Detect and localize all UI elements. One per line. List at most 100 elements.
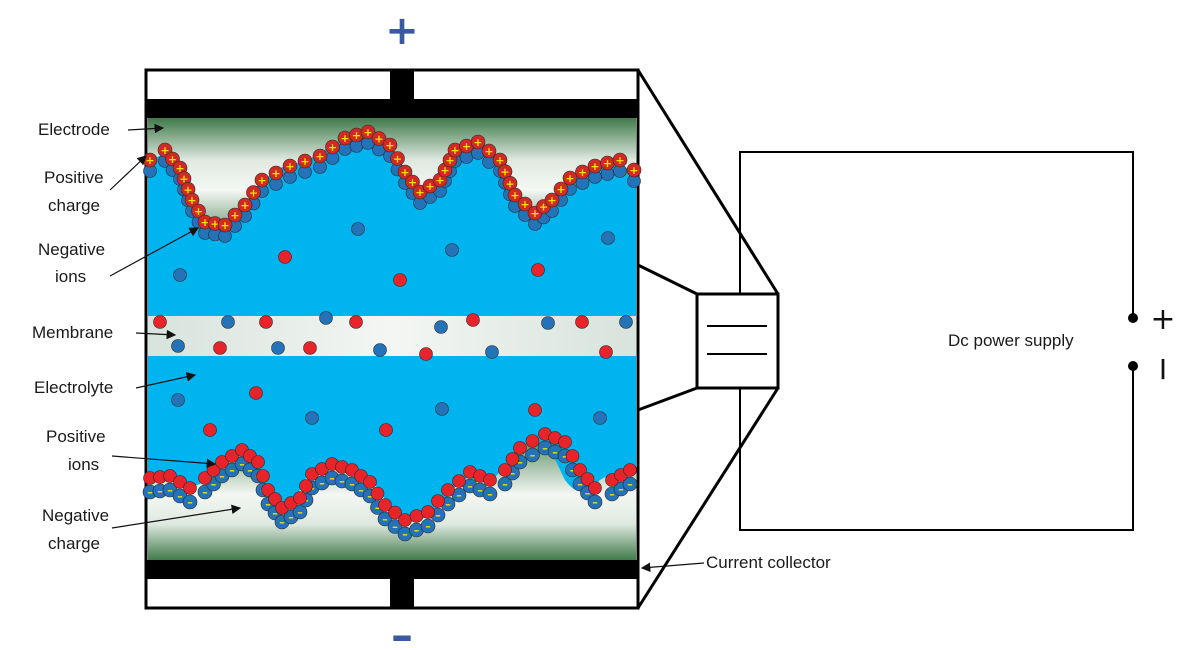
label-negative-ions-line2: ions	[55, 267, 86, 286]
free-negative-ion	[171, 393, 185, 407]
negative-charge-dot	[292, 504, 308, 520]
positive-charge-dot-sign: +	[194, 205, 203, 218]
positive-charge-dot	[191, 203, 206, 219]
negative-charge-dot-sign: –	[570, 464, 576, 477]
positive-charge-dot-sign: +	[187, 194, 196, 207]
positive-charge-dot-sign: +	[530, 207, 539, 220]
negative-charge-dot-sign: –	[592, 496, 598, 509]
bottom-electrolyte	[148, 356, 636, 520]
positive-charge-dot-sign: +	[473, 136, 482, 149]
negative-charge-dot-sign: –	[577, 478, 583, 491]
positive-ion-dot	[261, 483, 275, 497]
label-electrode: Electrode	[38, 120, 110, 139]
positive-charge-dot	[312, 148, 328, 164]
positive-ion-dot	[498, 463, 512, 477]
negative-charge-dot-sign: –	[147, 486, 153, 499]
positive-charge-dot-sign: +	[565, 172, 574, 185]
zoom-line-3	[637, 263, 698, 296]
positive-charge-dot-sign: +	[179, 173, 188, 186]
positive-charge-dot	[544, 192, 560, 208]
free-negative-ion	[541, 316, 555, 330]
positive-charge-dot-sign: +	[578, 166, 587, 179]
positive-charge-dot-sign: +	[363, 126, 372, 139]
positive-ion-dot	[558, 435, 572, 449]
negative-charge-dot	[387, 519, 403, 534]
free-negative-ion	[435, 402, 449, 416]
positive-charge-dot	[397, 164, 413, 180]
circuit-wire-bottom	[739, 366, 1134, 531]
negative-charge-dot-sign: –	[187, 496, 193, 509]
positive-charge-dot	[612, 152, 628, 168]
positive-charge-dot-sign: +	[175, 162, 184, 175]
positive-charge-dot-sign: +	[400, 166, 409, 179]
pointer-positive-ions	[111, 455, 217, 469]
positive-ion-dot	[580, 472, 595, 486]
positive-charge-dot-sign: +	[220, 219, 229, 232]
negative-charge-dot-sign: –	[272, 507, 278, 520]
negative-charge-dot	[482, 486, 498, 502]
free-negative-ion	[351, 222, 365, 236]
positive-charge-dot-sign: +	[520, 198, 529, 211]
negative-charge-dot-sign: –	[375, 502, 381, 515]
supply-minus-sign: I	[1159, 353, 1167, 386]
positive-ion-dot	[225, 449, 239, 463]
negative-charge-dot	[525, 447, 540, 463]
label-membrane: Membrane	[32, 323, 113, 342]
positive-charge-dot-sign: +	[352, 129, 361, 142]
zoom-line-1	[636, 69, 780, 295]
positive-ion-dot	[268, 492, 282, 506]
positive-ion-dot	[299, 479, 313, 493]
positive-charge-dot-sign: +	[385, 139, 394, 152]
label-current-collector: Current collector	[706, 553, 831, 572]
label-negative-charge: Negative	[42, 506, 109, 525]
negative-charge-dot-sign: –	[517, 456, 523, 469]
free-negative-ion	[173, 268, 187, 282]
bottom-negative-sign: –	[391, 610, 413, 650]
negative-charge-dot-sign: –	[618, 483, 624, 496]
free-positive-ion	[528, 403, 542, 417]
positive-charge-dot	[517, 196, 533, 212]
positive-charge-dot-sign: +	[484, 145, 493, 158]
positive-charge-dot-sign: +	[230, 209, 239, 222]
positive-ion-dot	[588, 481, 602, 495]
label-positive-charge-line1: Positive	[44, 168, 104, 187]
positive-charge-dot-sign: +	[340, 132, 349, 145]
positive-charge-dot	[325, 139, 340, 155]
pointer-electrode	[127, 123, 165, 134]
free-positive-ion	[259, 315, 273, 329]
label-negative-ions-line1: Negative	[38, 240, 105, 259]
negative-charge-dot-sign: –	[510, 467, 516, 480]
positive-charge-dot	[237, 197, 253, 213]
positive-charge-dot-sign: +	[615, 154, 624, 167]
positive-ion-dot	[565, 449, 580, 463]
negative-charge-dot-sign: –	[392, 521, 398, 534]
circuit-wire-top	[739, 151, 1134, 318]
positive-ion-dot	[183, 481, 197, 495]
positive-charge-dot-sign: +	[257, 174, 266, 187]
label-positive-ions-line2: ions	[68, 455, 99, 474]
top-electrolyte	[148, 134, 636, 316]
negative-charge-dot-sign: –	[367, 490, 373, 503]
positive-charge-dot-sign: +	[271, 167, 280, 180]
negative-charge-dot-sign: –	[219, 470, 225, 483]
positive-ion-dot	[198, 471, 212, 485]
positive-charge-dot	[217, 217, 233, 233]
negative-charge-dot-sign: –	[445, 498, 451, 511]
label-negative-ions: Negative	[38, 240, 105, 259]
positive-charge-dot-sign: +	[210, 218, 219, 231]
positive-charge-dot	[470, 134, 486, 150]
positive-charge-dot	[507, 187, 523, 203]
positive-ion-dot	[256, 469, 270, 483]
negative-charge-dot-sign: –	[358, 484, 364, 497]
free-negative-ion	[601, 231, 615, 245]
negative-charge-dot-sign: –	[297, 506, 303, 519]
positive-charge-dot-sign: +	[445, 154, 454, 167]
positive-charge-dot	[227, 207, 243, 223]
positive-charge-dot	[405, 174, 420, 190]
free-positive-ion	[531, 263, 545, 277]
negative-charge-dot-sign: –	[279, 516, 285, 529]
free-positive-ion	[419, 347, 433, 361]
negative-charge-dot-sign: –	[562, 450, 568, 463]
positive-charge-dot	[282, 158, 298, 174]
